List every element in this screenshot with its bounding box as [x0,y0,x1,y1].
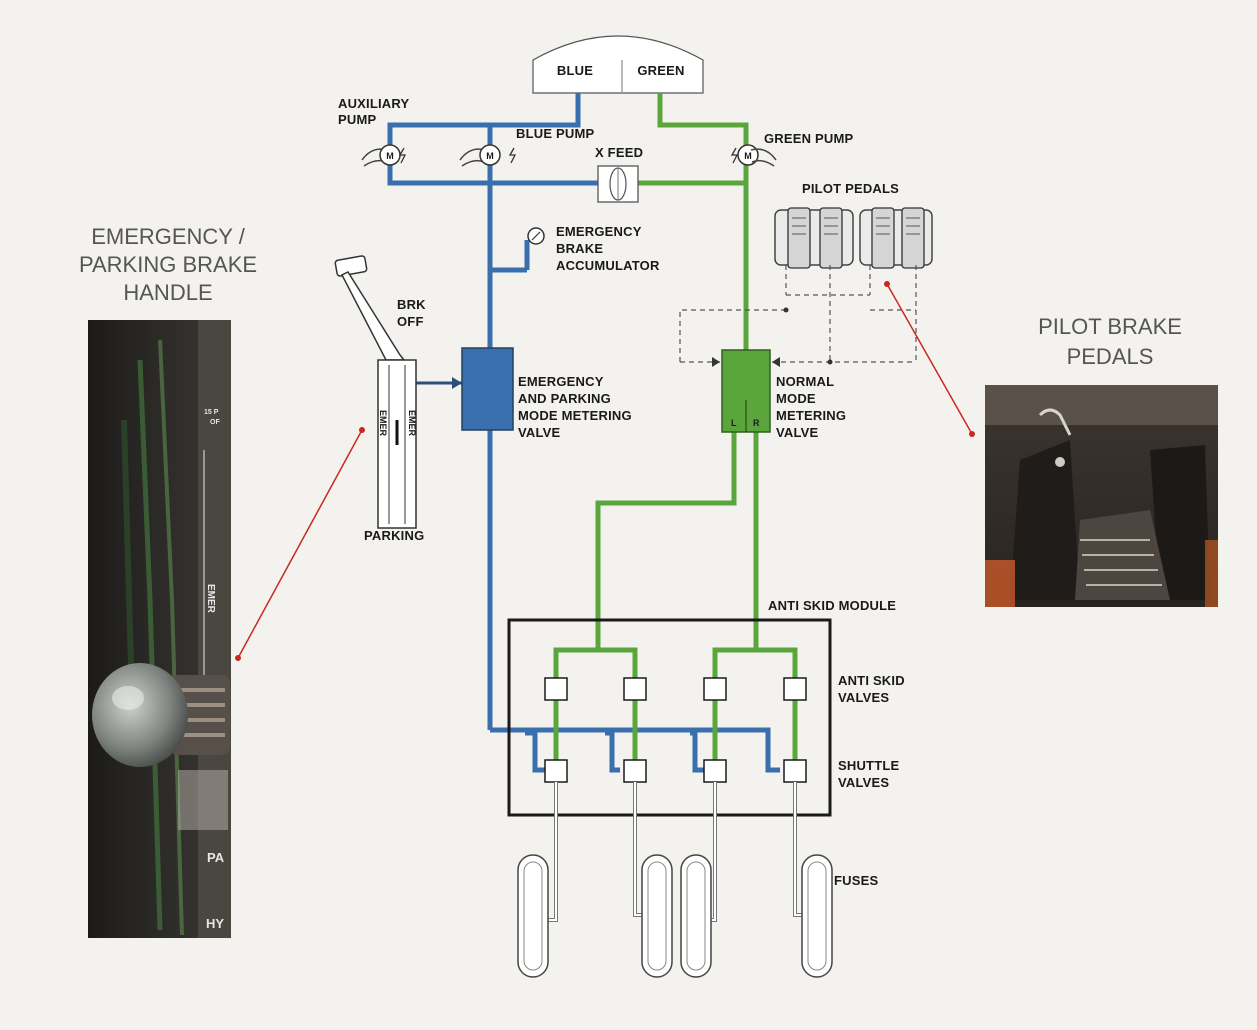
pilot-pedal-left [775,208,853,268]
auxiliary-pump-label-line1: AUXILIARY [338,96,410,111]
off-label: OFF [397,314,424,329]
auxiliary-pump-motor-symbol: M [386,151,394,161]
accumulator-label-line3: ACCUMULATOR [556,258,660,273]
lightning-icon [400,148,405,163]
shuttle-valves-label-line1: SHUTTLE [838,758,899,773]
parking-brake-handle-photo: EMER PA HY 15 P OF [88,320,231,938]
normal-valve-label-line4: VALVE [776,425,819,440]
callout-right [884,281,975,437]
pilot-pedals-label: PILOT PEDALS [802,181,899,196]
normal-valve-label-line3: METERING [776,408,846,423]
anti-skid-module-label: ANTI SKID MODULE [768,598,896,613]
anti-skid-valves [545,678,806,700]
normal-valve-port-left: L [731,418,737,428]
pedal-linkage-dashed [680,265,916,362]
photo-left-caption-line2: PARKING BRAKE [79,252,257,277]
emergency-metering-valve [462,348,513,430]
handle-emer-right-text: EMER [407,410,417,437]
blue-pump-label: BLUE PUMP [516,126,594,141]
brake-lines-inner [545,782,806,920]
emergency-valve-label-line1: EMERGENCY [518,374,604,389]
anti-skid-valves-label-line1: ANTI SKID [838,673,905,688]
brake-lines-to-wheels [545,782,806,920]
photo-left-top-text: 15 P [204,409,219,416]
arrow-into-normal-valve-right [772,357,780,367]
brk-label: BRK [397,297,426,312]
photo-left-top2-text: OF [210,419,220,426]
accumulator-label-line2: BRAKE [556,241,603,256]
normal-metering-valve: L R [722,350,770,432]
fuses-label: FUSES [834,873,878,888]
normal-valve-label-line2: MODE [776,391,816,406]
pilot-brake-pedals-photo [985,385,1218,607]
hydraulic-reservoir: BLUE GREEN [533,36,703,93]
x-feed-valve [598,166,638,202]
emergency-valve-label-line2: AND PARKING [518,391,611,406]
normal-valve-port-right: R [753,418,760,428]
lightning-icon [732,148,737,163]
photo-left-caption-line1: EMERGENCY / [91,224,246,249]
blue-pump-motor-symbol: M [486,151,494,161]
reservoir-blue-label: BLUE [557,63,593,78]
photo-right-caption-line1: PILOT BRAKE [1038,314,1182,339]
normal-valve-label-line1: NORMAL [776,374,834,389]
green-pump-label: GREEN PUMP [764,131,854,146]
wheels [518,855,832,977]
lightning-icon [510,148,515,163]
blue-pump: M [460,145,515,166]
arrow-into-emergency-valve [452,377,462,389]
photo-left-pa-text: PA [207,850,225,865]
accumulator-label-line1: EMERGENCY [556,224,642,239]
x-feed-label: X FEED [595,145,643,160]
photo-left-hy-text: HY [206,916,224,931]
reservoir-green-label: GREEN [637,63,684,78]
emergency-valve-label-line4: VALVE [518,425,561,440]
handle-emer-left-text: EMER [378,410,388,437]
pilot-pedal-right [860,208,932,268]
green-pump: M [732,145,776,166]
auxiliary-pump: M [362,145,405,166]
photo-left-caption-line3: HANDLE [123,280,212,305]
photo-right-caption: PILOT BRAKE PEDALS [1038,314,1182,369]
photo-left-emer-text: EMER [205,584,216,614]
arrow-into-normal-valve-left [712,357,720,367]
auxiliary-pump-label-line2: PUMP [338,112,376,127]
emergency-valve-label-line3: MODE METERING [518,408,632,423]
shuttle-valves-label-line2: VALVES [838,775,889,790]
emergency-brake-accumulator [528,228,544,244]
anti-skid-valves-label-line2: VALVES [838,690,889,705]
photo-left-caption: EMERGENCY / PARKING BRAKE HANDLE [79,224,257,305]
parking-label: PARKING [364,528,424,543]
green-pump-motor-symbol: M [744,151,752,161]
callout-left [235,427,365,661]
photo-right-caption-line2: PEDALS [1067,344,1154,369]
